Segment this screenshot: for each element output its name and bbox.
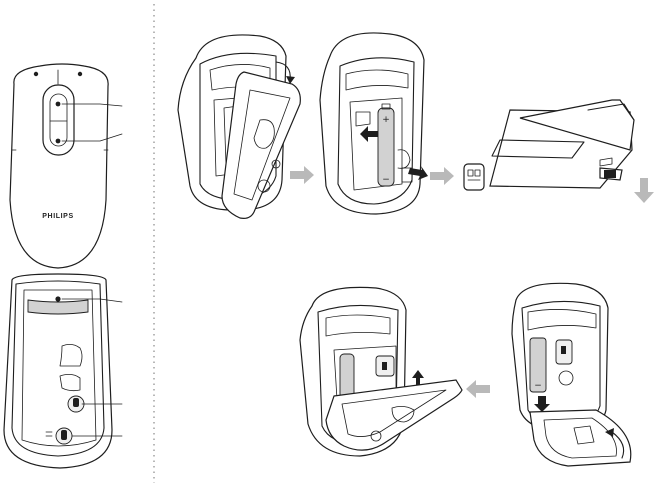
battery-door-close: [300, 287, 462, 456]
step-arrow-2: [430, 167, 454, 185]
step-arrow-3: [466, 380, 490, 398]
brand-logo: PHILIPS: [42, 213, 73, 220]
scroll-button-upper: [56, 102, 61, 107]
receiver-storage: −: [512, 283, 631, 466]
battery-inserted: + −: [320, 33, 428, 214]
laptop-usb-port: [490, 100, 654, 203]
svg-text:−: −: [534, 381, 542, 391]
mouse-top-view: PHILIPS: [10, 64, 122, 268]
battery-door-open: [178, 35, 300, 218]
down-arrow: [634, 178, 654, 203]
nano-receiver: [464, 164, 484, 190]
svg-text:−: −: [382, 175, 390, 185]
scroll-button-lower: [56, 139, 61, 144]
step-arrow-1: [290, 166, 314, 184]
svg-text:+: +: [382, 115, 390, 125]
mouse-bottom-view: [4, 274, 122, 468]
